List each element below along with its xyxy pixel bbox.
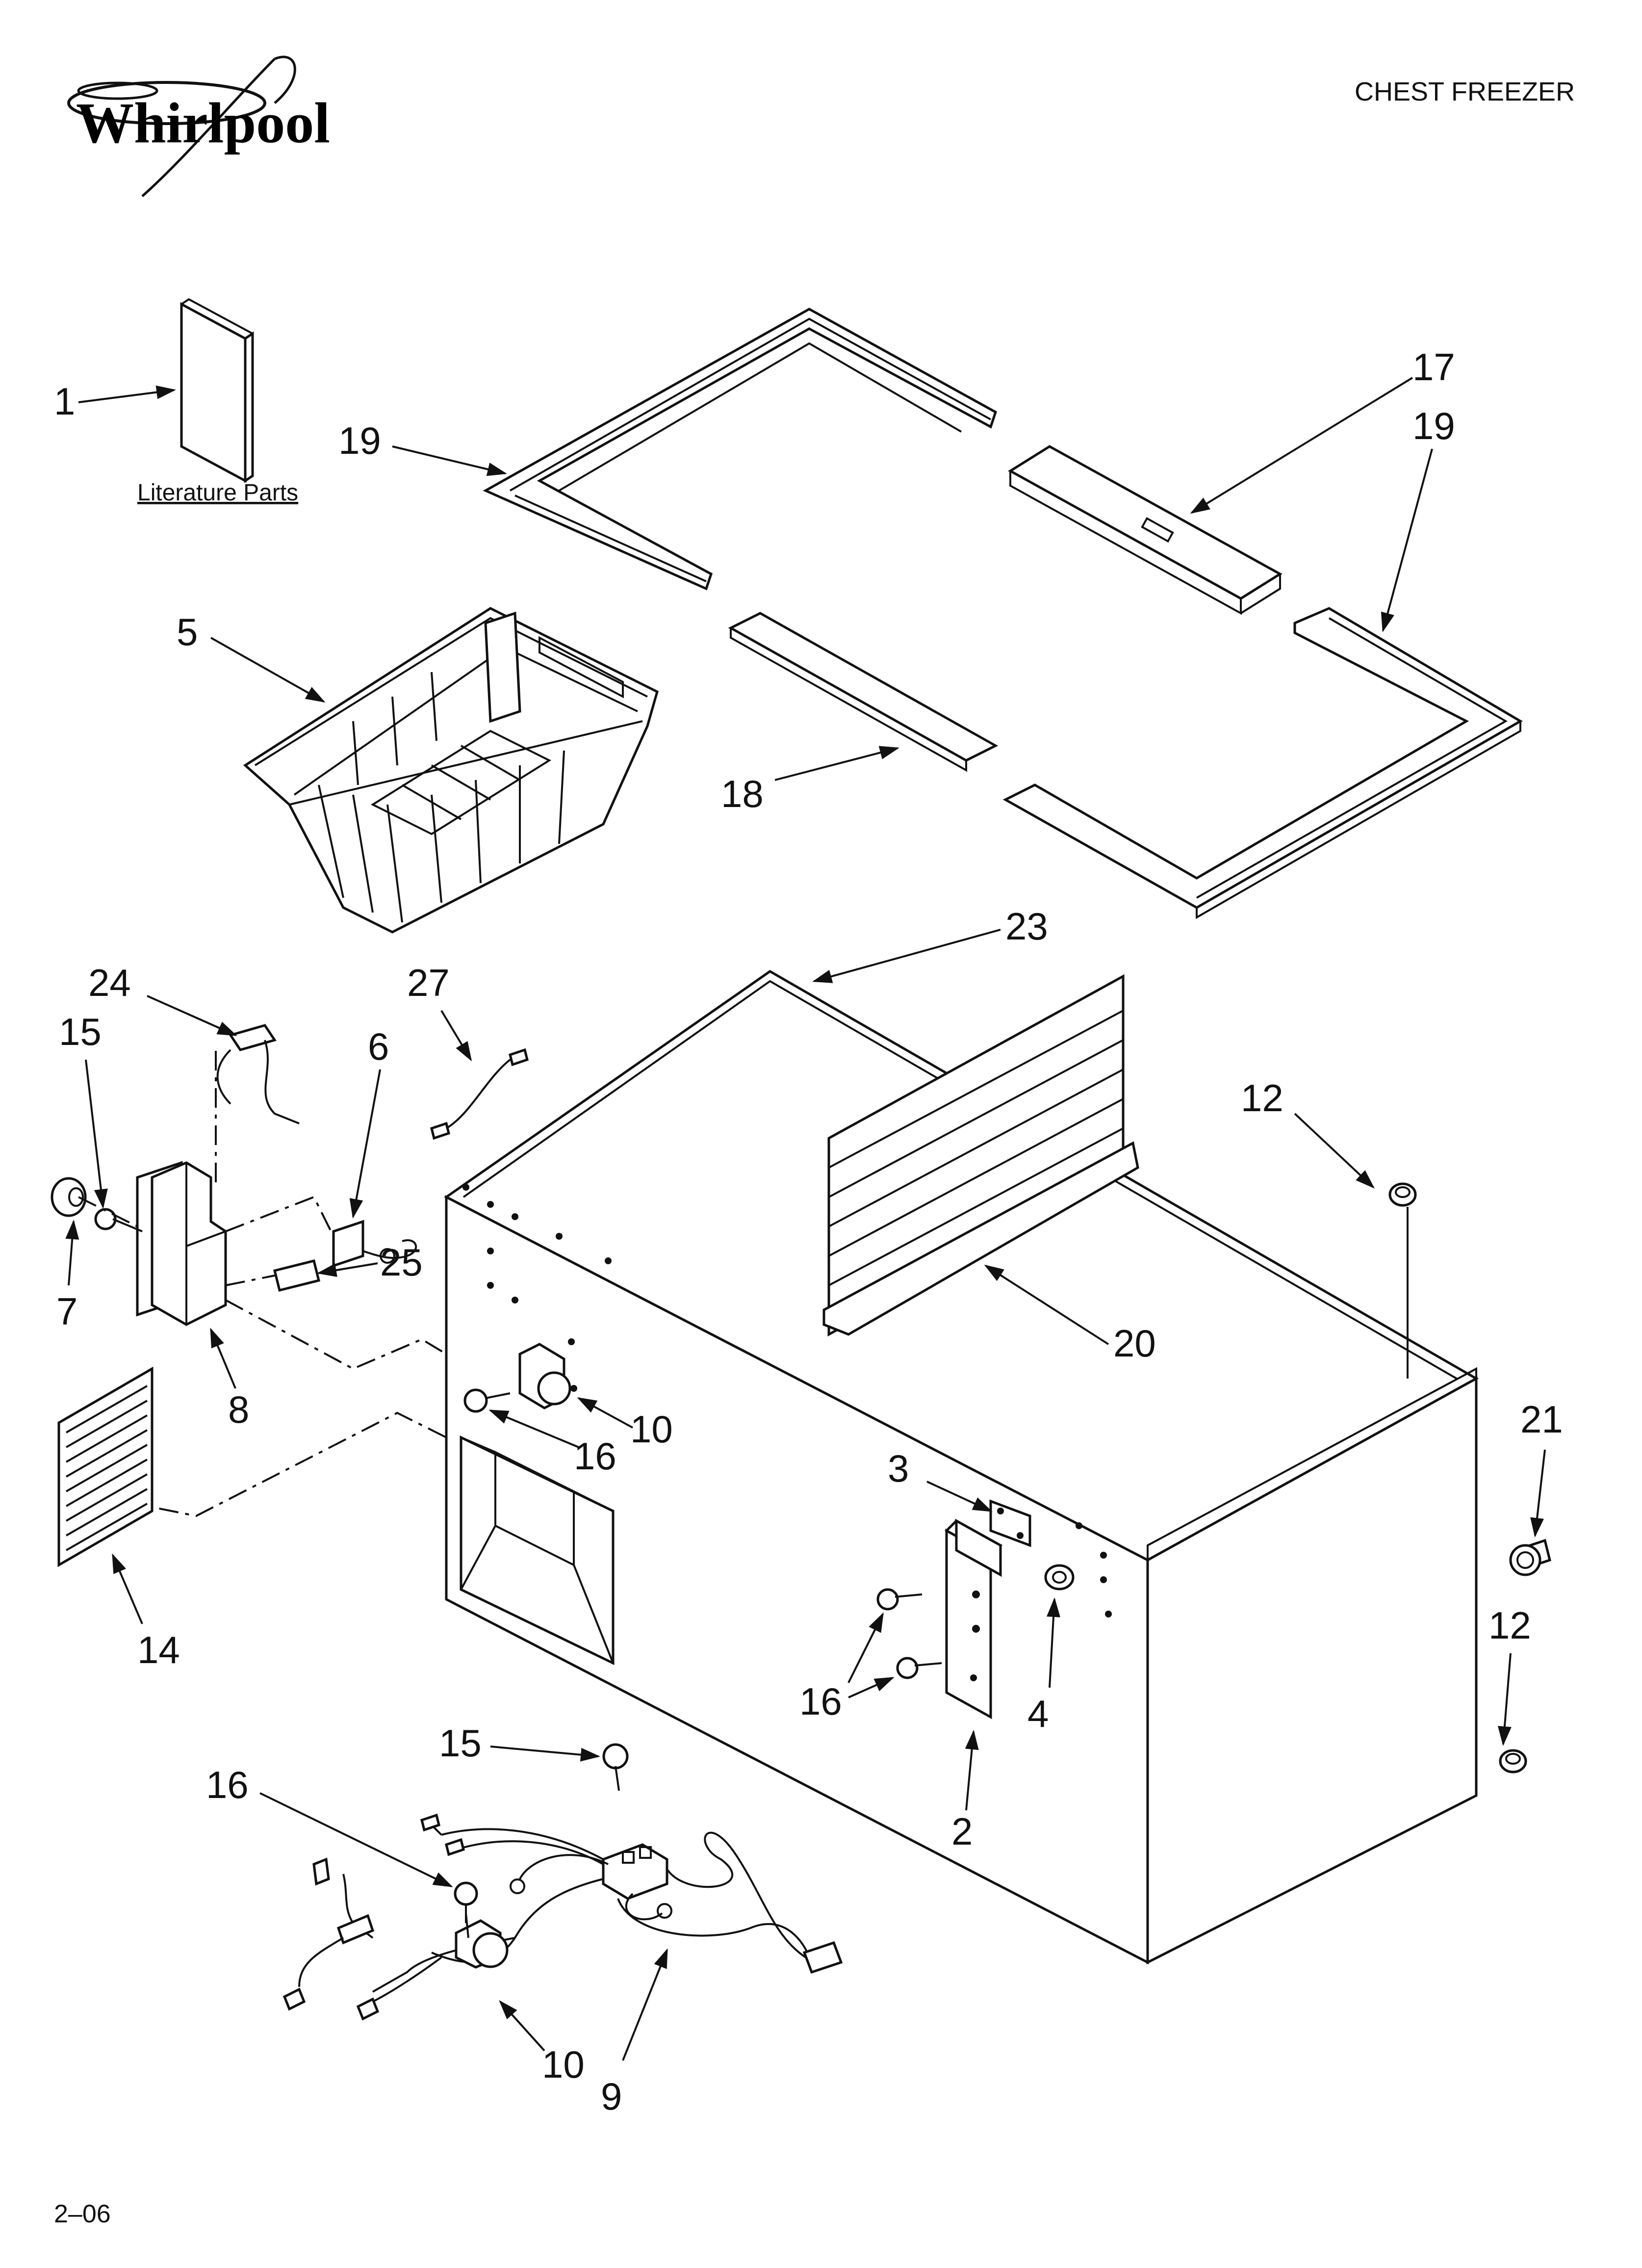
callout-24: 24 <box>88 961 131 1004</box>
basket-ribs <box>318 672 565 923</box>
screw-16-lower <box>454 1881 478 1923</box>
screw-15-lower <box>602 1743 629 1791</box>
callout-27: 27 <box>407 961 450 1004</box>
jumper-wire-27 <box>430 1048 529 1140</box>
leveling-foot-bottom <box>1499 1749 1527 1773</box>
hinge-stop <box>1044 1564 1075 1590</box>
callout-20: 20 <box>1113 1322 1156 1365</box>
callout-15-lower: 15 <box>439 1721 482 1765</box>
callout-3: 3 <box>888 1447 909 1490</box>
callout-10-upper: 10 <box>630 1408 673 1451</box>
callout-1: 1 <box>54 380 75 423</box>
ground-clip-lower <box>455 1913 509 1969</box>
control-knob <box>51 1177 87 1217</box>
gasket-strip-18 <box>728 612 999 772</box>
leveling-foot-top <box>1388 1182 1417 1207</box>
callout-14: 14 <box>137 1628 180 1671</box>
callout-9: 9 <box>601 2075 622 2118</box>
callout-6: 6 <box>368 1025 389 1068</box>
gasket-strip-17 <box>1008 445 1283 615</box>
thermostat-6 <box>332 1220 417 1268</box>
page-title: CHEST FREEZER <box>1355 77 1575 106</box>
callout-16-upper: 16 <box>574 1434 616 1478</box>
screw-15-upper <box>94 1208 143 1232</box>
hinge-bracket <box>989 1499 1031 1547</box>
literature-parts <box>180 298 254 483</box>
drain-plug <box>1509 1538 1551 1576</box>
callout-18: 18 <box>721 772 764 815</box>
callout-2: 2 <box>951 1810 973 1853</box>
callout-7: 7 <box>56 1290 77 1333</box>
basket-grid <box>370 730 552 835</box>
ground-clip-upper <box>518 1338 575 1409</box>
callout-5: 5 <box>177 610 198 653</box>
callout-17: 17 <box>1412 345 1455 389</box>
callout-19-left: 19 <box>338 419 381 462</box>
callout-16-hinge: 16 <box>799 1680 842 1723</box>
callout-19-right: 19 <box>1412 404 1455 447</box>
lid-hinge <box>944 1518 1003 1720</box>
callout-16-lower: 16 <box>206 1763 249 1806</box>
light-socket-24 <box>216 1024 300 1124</box>
gasket-frame-bottom <box>1002 607 1523 919</box>
callout-15-upper: 15 <box>59 1010 102 1053</box>
wiring-harness <box>282 1813 843 2021</box>
cabinet-divider <box>822 974 1139 1337</box>
callout-8: 8 <box>228 1388 249 1431</box>
compressor-opening <box>460 1435 615 1665</box>
access-grille <box>57 1366 154 1567</box>
callout-23: 23 <box>1005 905 1048 948</box>
callout-25: 25 <box>380 1241 423 1284</box>
callout-10-lower: 10 <box>542 2043 585 2086</box>
cabinet-mounting-holes <box>462 1184 1112 1617</box>
relay-25 <box>273 1259 321 1292</box>
callout-21: 21 <box>1520 1398 1563 1441</box>
screw-upper <box>463 1388 511 1413</box>
whirlpool-logo: Whirlpool <box>67 55 330 197</box>
literature-label: Literature Parts <box>137 480 298 506</box>
callout-12-bottom: 12 <box>1488 1604 1531 1647</box>
electrical-box <box>136 1161 227 1326</box>
callout-12-top: 12 <box>1241 1076 1283 1120</box>
hinge-screw-upper <box>876 1588 923 1611</box>
gasket-frame-top <box>483 308 998 591</box>
callout-4: 4 <box>1027 1692 1049 1735</box>
hinge-screw-lower <box>896 1657 942 1679</box>
brand-logo-text: Whirlpool <box>76 91 330 155</box>
footer-code: 2–06 <box>54 2200 111 2228</box>
storage-basket <box>243 607 659 934</box>
